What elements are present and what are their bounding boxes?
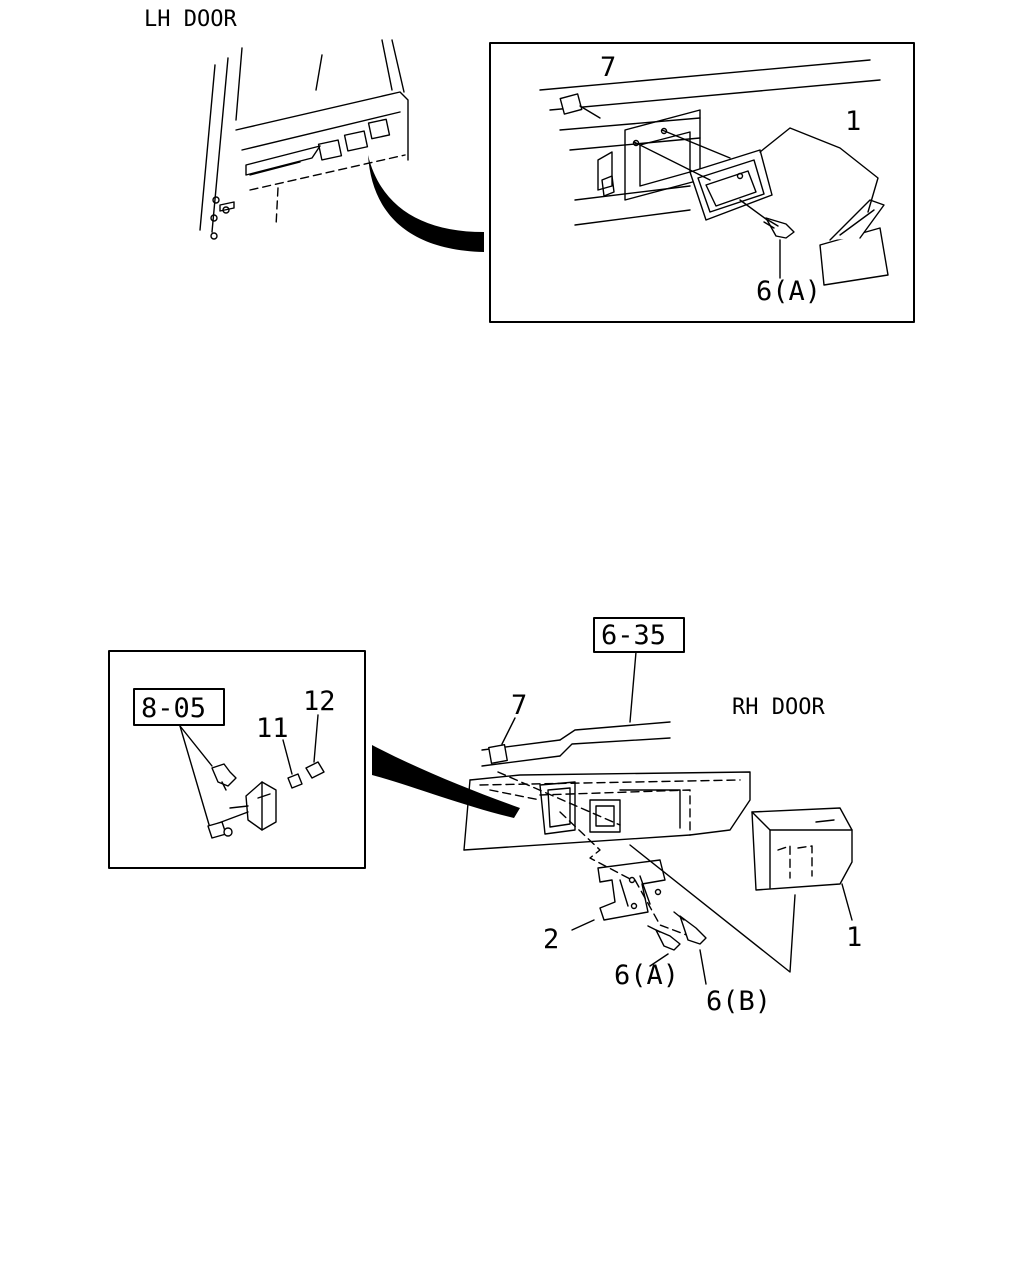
rh-screws (571, 911, 707, 985)
lh-detail-frame (489, 42, 915, 323)
rh-pocket (629, 807, 853, 973)
detail-clip-icon (211, 763, 237, 787)
rh-pointer-swoosh (372, 745, 520, 818)
detail-callout-11: 11 (256, 713, 289, 744)
rh-callout-screw-a: 6(A) (614, 960, 679, 991)
detail-callout-12: 12 (303, 686, 336, 717)
lh-clip-icon (559, 93, 583, 115)
detail-inset-frame (108, 650, 366, 869)
rh-callout-bracket: 2 (543, 924, 559, 955)
rh-callout-pocket: 1 (846, 922, 862, 953)
rh-callout-clip: 7 (511, 690, 527, 721)
lh-callout-pocket: 1 (845, 106, 861, 137)
rh-clip-icon (488, 744, 508, 764)
lh-door-section: LH DOOR (144, 7, 915, 323)
rh-pocket-icon (751, 807, 853, 891)
rh-bracket (559, 811, 701, 941)
lh-door-title: LH DOOR (144, 7, 237, 32)
detail-inset: 8-05 11 12 (108, 650, 366, 869)
detail-parts (207, 761, 325, 839)
rh-reference-box (593, 617, 685, 653)
rh-screw-a-icon (655, 929, 681, 951)
lh-detail-drawing (539, 59, 889, 286)
rh-screw-b-icon (679, 915, 707, 945)
lh-pointer-swoosh (368, 155, 484, 252)
rh-door-title: RH DOOR (732, 695, 825, 720)
rh-door-section: 6-35 RH DOOR (372, 617, 862, 1017)
detail-reference-label: 8-05 (141, 693, 206, 724)
detail-reference-box (133, 688, 225, 726)
lh-door-sketch (199, 39, 409, 240)
detail-latch-icon (245, 781, 277, 831)
rh-callout-screw-b: 6(B) (706, 986, 771, 1017)
lh-callout-clip: 7 (600, 52, 616, 83)
rh-door-sketch (463, 717, 751, 851)
rh-reference-label: 6-35 (601, 620, 666, 651)
detail-part-12-icon (305, 761, 325, 779)
detail-part-11-icon (287, 773, 303, 789)
lh-callout-screw: 6(A) (756, 276, 821, 307)
